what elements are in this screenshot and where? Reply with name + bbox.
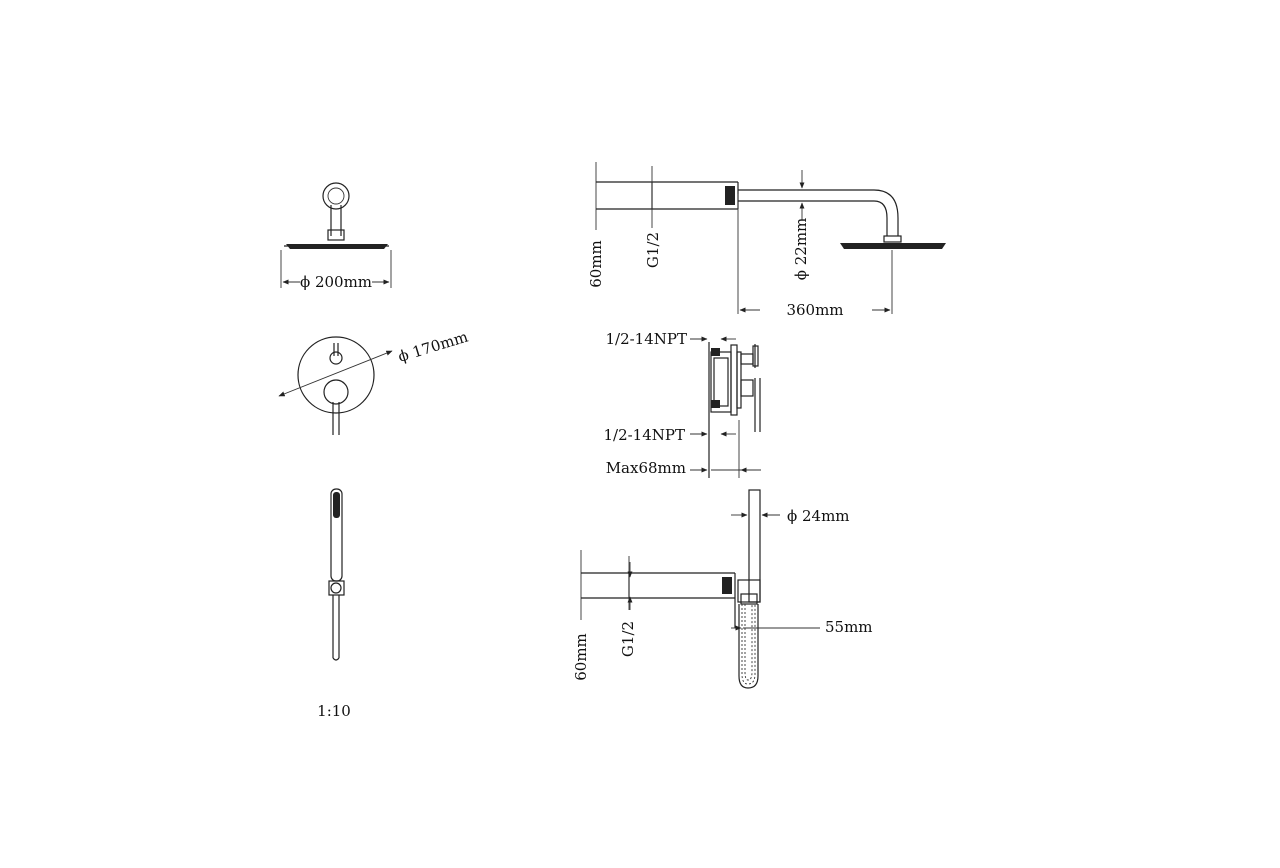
valve-inlet-top-label: 1/2-14NPT <box>605 330 687 348</box>
overhead-shower-front-view: ϕ 200mm <box>280 182 392 291</box>
hand-thread-label: G1/2 <box>619 621 637 657</box>
overhead-supply-height-label: 60mm <box>587 240 605 288</box>
hand-shower-side-view: ϕ 24mm 60mm G1/2 55mm <box>572 489 873 689</box>
hand-supply-height-label: 60mm <box>572 633 590 681</box>
overhead-arm-length-label: 360mm <box>786 301 843 319</box>
overhead-thread-label: G1/2 <box>644 232 662 268</box>
scale-label: 1:10 <box>317 702 351 720</box>
mixer-valve-front-view: ϕ 170mm <box>278 328 470 435</box>
valve-plate-diameter-label: ϕ 170mm <box>396 328 470 366</box>
valve-inlet-bottom-label: 1/2-14NPT <box>603 426 685 444</box>
overhead-diameter-label: ϕ 200mm <box>300 273 372 291</box>
overhead-shower-side-view: 60mm G1/2 ϕ 22mm 360mm <box>587 162 946 319</box>
valve-depth-label: Max68mm <box>606 459 686 477</box>
overhead-arm-diameter-label: ϕ 22mm <box>792 218 810 281</box>
hand-shower-front-view <box>328 488 345 661</box>
hand-handle-diameter-label: ϕ 24mm <box>787 507 850 525</box>
mixer-valve-side-view: 1/2-14NPT 1/2-14NPT Max68mm <box>603 330 761 478</box>
hand-bracket-label: 55mm <box>825 618 873 636</box>
